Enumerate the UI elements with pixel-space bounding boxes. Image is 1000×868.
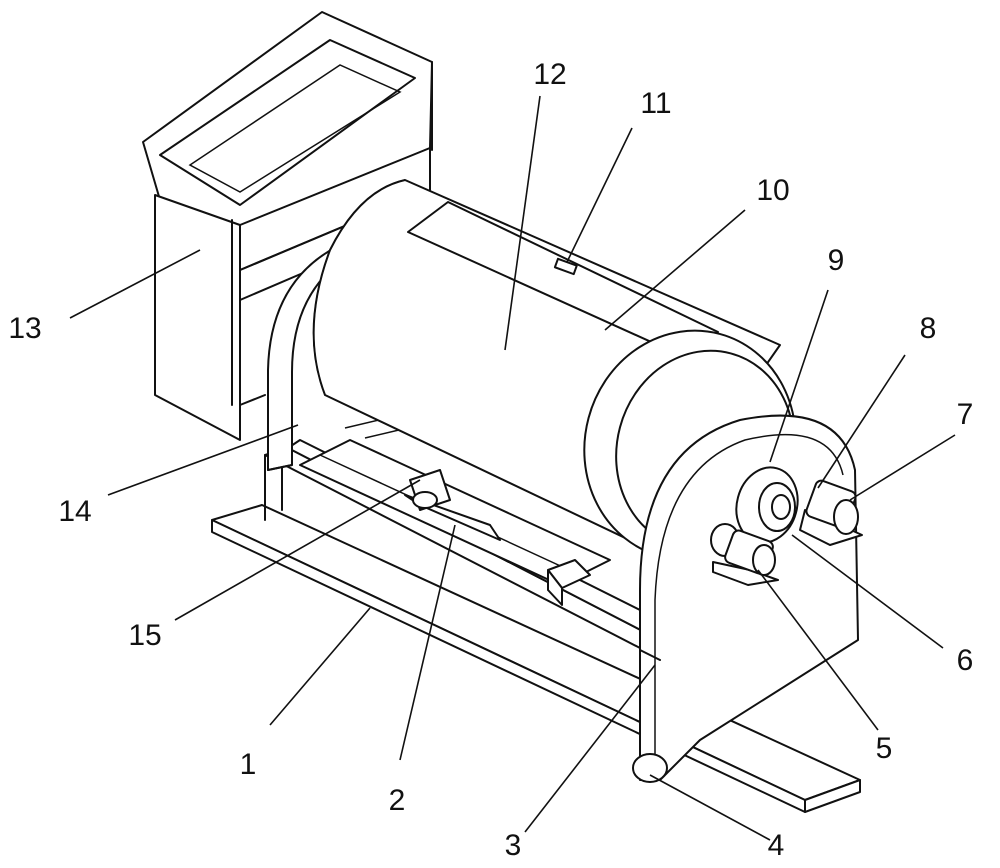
label-9: 9 [828,244,845,277]
feed-hopper [142,11,433,441]
label-13: 13 [8,312,41,345]
label-8: 8 [920,312,937,345]
label-6: 6 [957,644,974,677]
motor-upper [799,479,863,546]
label-11: 11 [640,87,671,120]
label-15: 15 [128,619,161,652]
gear-drive [710,466,799,557]
label-5: 5 [876,732,893,765]
label-14: 14 [58,495,91,528]
label-12: 12 [533,58,566,91]
label-7: 7 [957,398,974,431]
motor-lower [712,529,779,586]
label-2: 2 [389,784,406,817]
label-3: 3 [505,829,522,862]
leader-lines [69,95,956,841]
label-4: 4 [768,829,785,862]
roller-wheel [632,753,668,783]
label-10: 10 [756,174,789,207]
right-support-frame [639,414,859,781]
part-labels: 1 2 3 4 5 6 7 8 9 10 11 12 13 14 15 [8,58,973,862]
label-1: 1 [240,748,257,781]
